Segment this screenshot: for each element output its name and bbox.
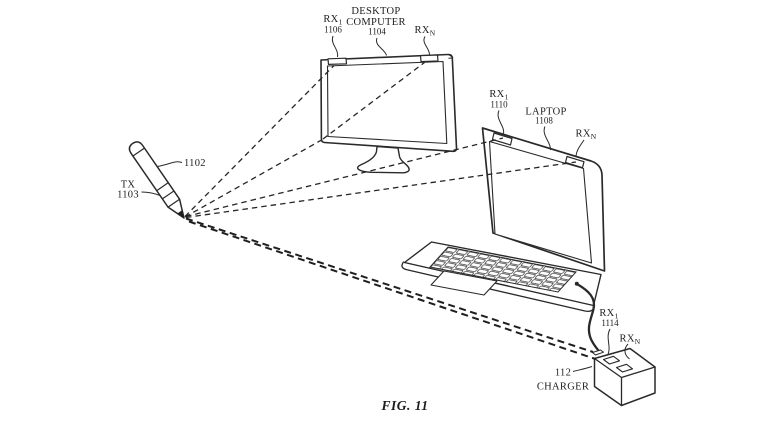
stylus-band	[156, 182, 181, 208]
label-stylus-tx: TX	[121, 180, 136, 191]
label-monitor-name-1: DESKTOP	[351, 6, 400, 17]
stylus-cap-line	[132, 147, 146, 157]
leader-stylus-tx	[141, 191, 161, 196]
leader-stylus-body	[157, 161, 183, 167]
stylus-tip	[177, 210, 185, 219]
label-charger-rxn: RXN	[620, 334, 641, 347]
labels: RX1 1106 DESKTOP COMPUTER 1104 RXN RX1 1…	[117, 6, 641, 413]
leader-laptop-rxn	[575, 139, 585, 157]
laptop-keyboard	[429, 246, 577, 293]
figure-caption: FIG. 11	[380, 398, 428, 413]
label-laptop-rx1-ref: 1110	[490, 100, 508, 110]
charger-rx1-module	[602, 355, 621, 365]
monitor-stand	[356, 145, 410, 174]
leader-monitor-rxn	[423, 36, 430, 55]
charger-rxn-module	[615, 363, 634, 373]
label-monitor-rxn: RXN	[415, 25, 436, 38]
label-laptop-name: LAPTOP	[525, 107, 566, 118]
cable-plug-charger	[592, 349, 604, 356]
desktop-monitor	[320, 53, 458, 174]
leader-charger-name	[572, 366, 593, 372]
monitor-rx1-module	[327, 57, 348, 65]
leader-monitor-name	[375, 37, 387, 56]
laptop	[401, 127, 606, 312]
leader-lines	[141, 35, 630, 372]
monitor-screen	[326, 60, 448, 145]
charger	[574, 281, 656, 407]
laptop-screen	[488, 140, 593, 264]
monitor-frame-depth-edge	[448, 54, 454, 59]
label-charger-ref: 112	[555, 368, 571, 379]
signal-ray-monitor-rxn-screen	[322, 61, 425, 140]
signal-ray-monitor-rxn	[184, 138, 323, 218]
label-stylus-ref: 1102	[184, 158, 206, 169]
label-charger-name: CHARGER	[537, 382, 589, 393]
leader-laptop-name	[543, 126, 552, 151]
label-monitor-rx1: RX1	[323, 14, 342, 27]
signal-ray-charger-lower	[188, 220, 596, 360]
leader-charger-rx1	[607, 328, 611, 356]
charger-cable	[575, 282, 602, 354]
label-charger-rx1-ref: 1114	[601, 318, 619, 328]
charger-body-edges	[593, 357, 656, 407]
leader-charger-rxn	[624, 343, 630, 360]
signal-ray-laptop-rx1	[185, 137, 504, 218]
signal-ray-laptop-rxn	[185, 161, 577, 219]
label-monitor-name-2: COMPUTER	[346, 17, 406, 28]
label-laptop-name-ref: 1108	[535, 116, 553, 126]
label-stylus-tx-ref: 1103	[117, 190, 139, 201]
label-charger-rx1: RX1	[599, 308, 618, 321]
leader-monitor-rx1	[331, 35, 339, 58]
signal-ray-monitor-rx1	[184, 65, 335, 217]
signal-rays	[184, 61, 596, 360]
laptop-trackpad	[430, 270, 498, 296]
label-monitor-rx1-ref: 1106	[324, 25, 342, 35]
monitor-rxn-module	[419, 54, 439, 63]
signal-ray-charger-upper	[185, 217, 594, 353]
label-monitor-name-ref: 1104	[368, 27, 386, 37]
stylus-body	[128, 141, 185, 219]
laptop-rx1-module	[491, 132, 513, 146]
cable-plug-laptop	[574, 281, 579, 286]
label-laptop-rx1: RX1	[489, 89, 508, 102]
leader-laptop-rx1	[497, 110, 505, 134]
stylus	[128, 141, 185, 219]
label-laptop-rxn: RXN	[576, 129, 597, 142]
